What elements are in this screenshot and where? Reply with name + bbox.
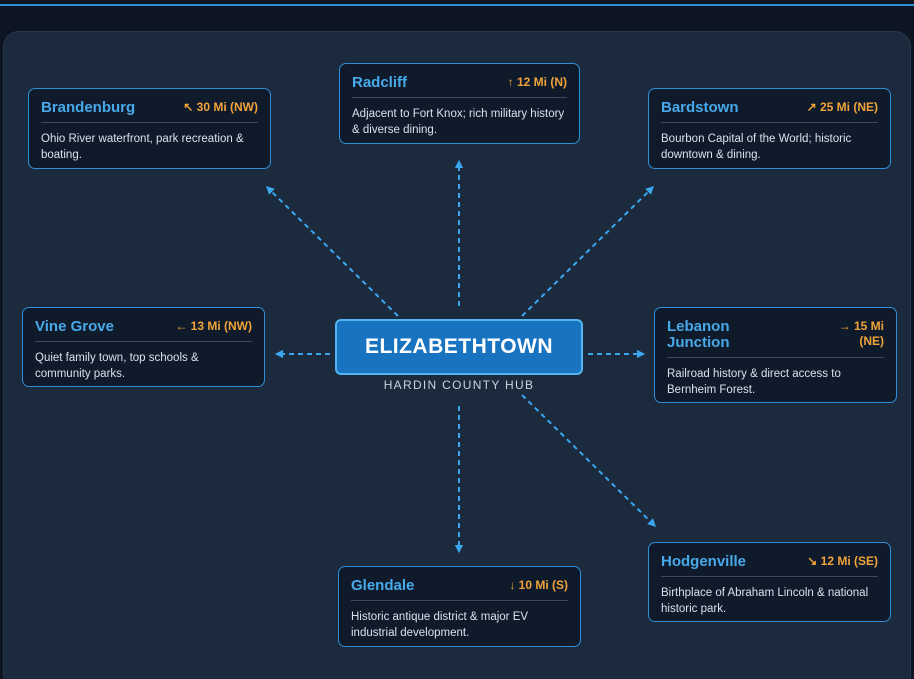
destination-description: Quiet family town, top schools & communi…	[35, 352, 199, 380]
hub-node[interactable]: ELIZABETHTOWN	[335, 319, 583, 375]
card-header: Radcliff ↑ 12 Mi (N)	[352, 75, 567, 98]
destination-card-vine-grove[interactable]: Vine Grove ← 13 Mi (NW) Quiet family tow…	[22, 307, 265, 387]
destination-description: Ohio River waterfront, park recreation &…	[41, 133, 244, 161]
destination-card-brandenburg[interactable]: Brandenburg ↖ 30 Mi (NW) Ohio River wate…	[28, 88, 271, 169]
destination-name: Brandenburg	[41, 99, 136, 116]
destination-name: Vine Grove	[35, 318, 114, 335]
destination-name: Radcliff	[352, 74, 408, 91]
destination-description: Birthplace of Abraham Lincoln & national…	[661, 587, 869, 615]
destination-name: Glendale	[351, 577, 415, 594]
hub-title: ELIZABETHTOWN	[364, 335, 554, 358]
card-header: Hodgenville ↘ 12 Mi (SE)	[661, 554, 878, 577]
destination-card-hodgenville[interactable]: Hodgenville ↘ 12 Mi (SE) Birthplace of A…	[648, 542, 891, 622]
destination-name: Hodgenville	[661, 553, 747, 570]
destination-description: Adjacent to Fort Knox; rich military his…	[352, 108, 565, 136]
destination-card-lebanon-junction[interactable]: Lebanon Junction → 15 Mi (NE) Railroad h…	[654, 307, 897, 403]
destination-description: Bourbon Capital of the World; historic d…	[661, 133, 852, 161]
top-divider	[0, 4, 914, 6]
hub-subtitle: HARDIN COUNTY HUB	[383, 378, 535, 392]
destination-distance: ↗ 25 Mi (NE)	[806, 100, 878, 114]
destination-distance: ↓ 10 Mi (S)	[509, 578, 568, 592]
destination-card-bardstown[interactable]: Bardstown ↗ 25 Mi (NE) Bourbon Capital o…	[648, 88, 891, 169]
card-header: Lebanon Junction → 15 Mi (NE)	[667, 319, 884, 358]
destination-distance: → 15 Mi (NE)	[838, 319, 884, 348]
destination-card-glendale[interactable]: Glendale ↓ 10 Mi (S) Historic antique di…	[338, 566, 581, 647]
destination-description: Historic antique district & major EV ind…	[351, 611, 529, 639]
destination-distance: ← 13 Mi (NW)	[175, 319, 252, 333]
card-header: Brandenburg ↖ 30 Mi (NW)	[41, 100, 258, 123]
card-header: Glendale ↓ 10 Mi (S)	[351, 578, 568, 601]
destination-name: Bardstown	[661, 99, 739, 116]
destination-description: Railroad history & direct access to Bern…	[667, 368, 841, 396]
card-header: Bardstown ↗ 25 Mi (NE)	[661, 100, 878, 123]
destination-distance: ↑ 12 Mi (N)	[507, 75, 567, 89]
destination-card-radcliff[interactable]: Radcliff ↑ 12 Mi (N) Adjacent to Fort Kn…	[339, 63, 580, 144]
destination-distance: ↖ 30 Mi (NW)	[183, 100, 258, 114]
card-header: Vine Grove ← 13 Mi (NW)	[35, 319, 252, 342]
destination-distance: ↘ 12 Mi (SE)	[807, 554, 878, 568]
destination-name: Lebanon Junction	[667, 318, 730, 351]
